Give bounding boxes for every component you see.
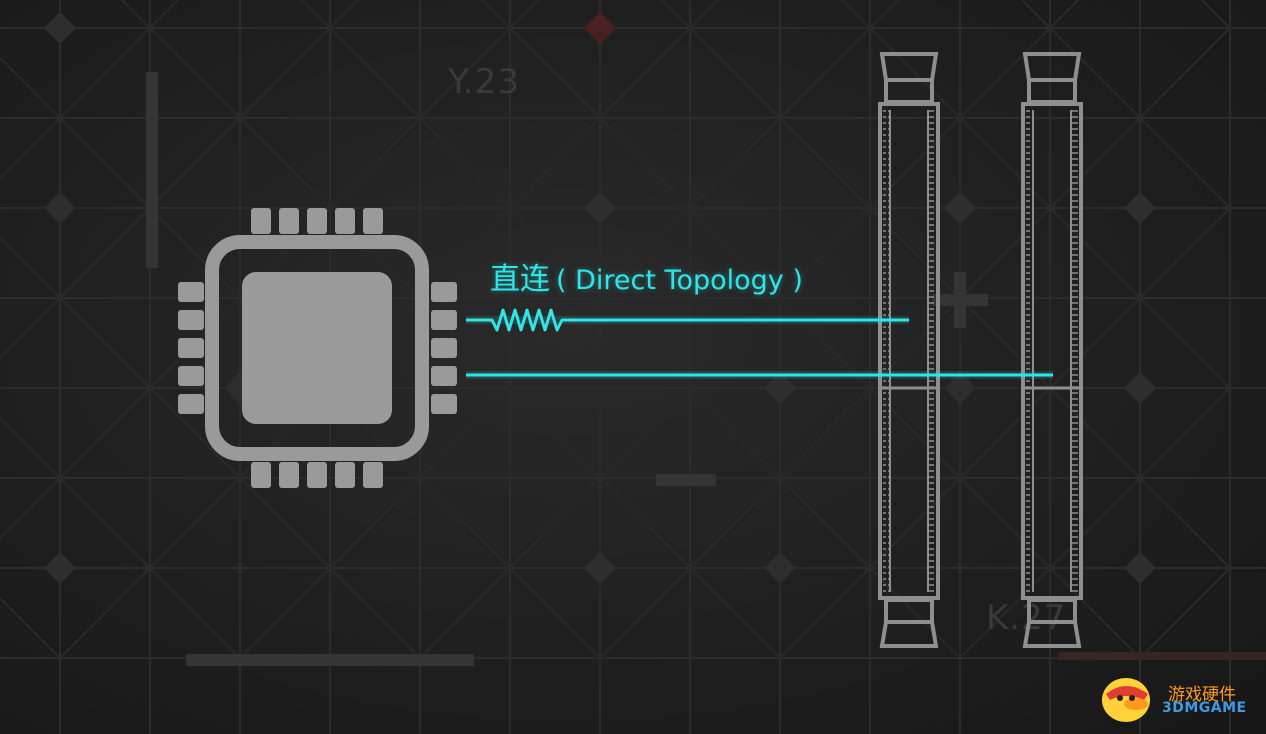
memory-slot-icon — [1021, 52, 1083, 648]
cpu-chip-icon — [178, 208, 457, 488]
title-chinese: 直连 — [490, 262, 550, 297]
memory-slot-ticks — [1072, 110, 1078, 592]
memory-slot-ticks — [883, 110, 889, 592]
diagram-title: 直连( Direct Topology ) — [490, 254, 803, 298]
title-english: ( Direct Topology ) — [556, 265, 803, 296]
trace-to-slot-1 — [466, 308, 909, 332]
watermark: 游戏硬件 3DMGAME — [1098, 672, 1258, 728]
memory-slot-ticks — [929, 110, 935, 592]
memory-slot-icon — [878, 52, 940, 648]
background-label-top: Y.23 — [448, 62, 520, 102]
watermark-chinese: 游戏硬件 — [1168, 685, 1236, 705]
memory-slot-ticks — [1026, 110, 1032, 592]
mascot-icon — [1102, 678, 1150, 722]
watermark-english: 3DMGAME — [1162, 700, 1247, 716]
